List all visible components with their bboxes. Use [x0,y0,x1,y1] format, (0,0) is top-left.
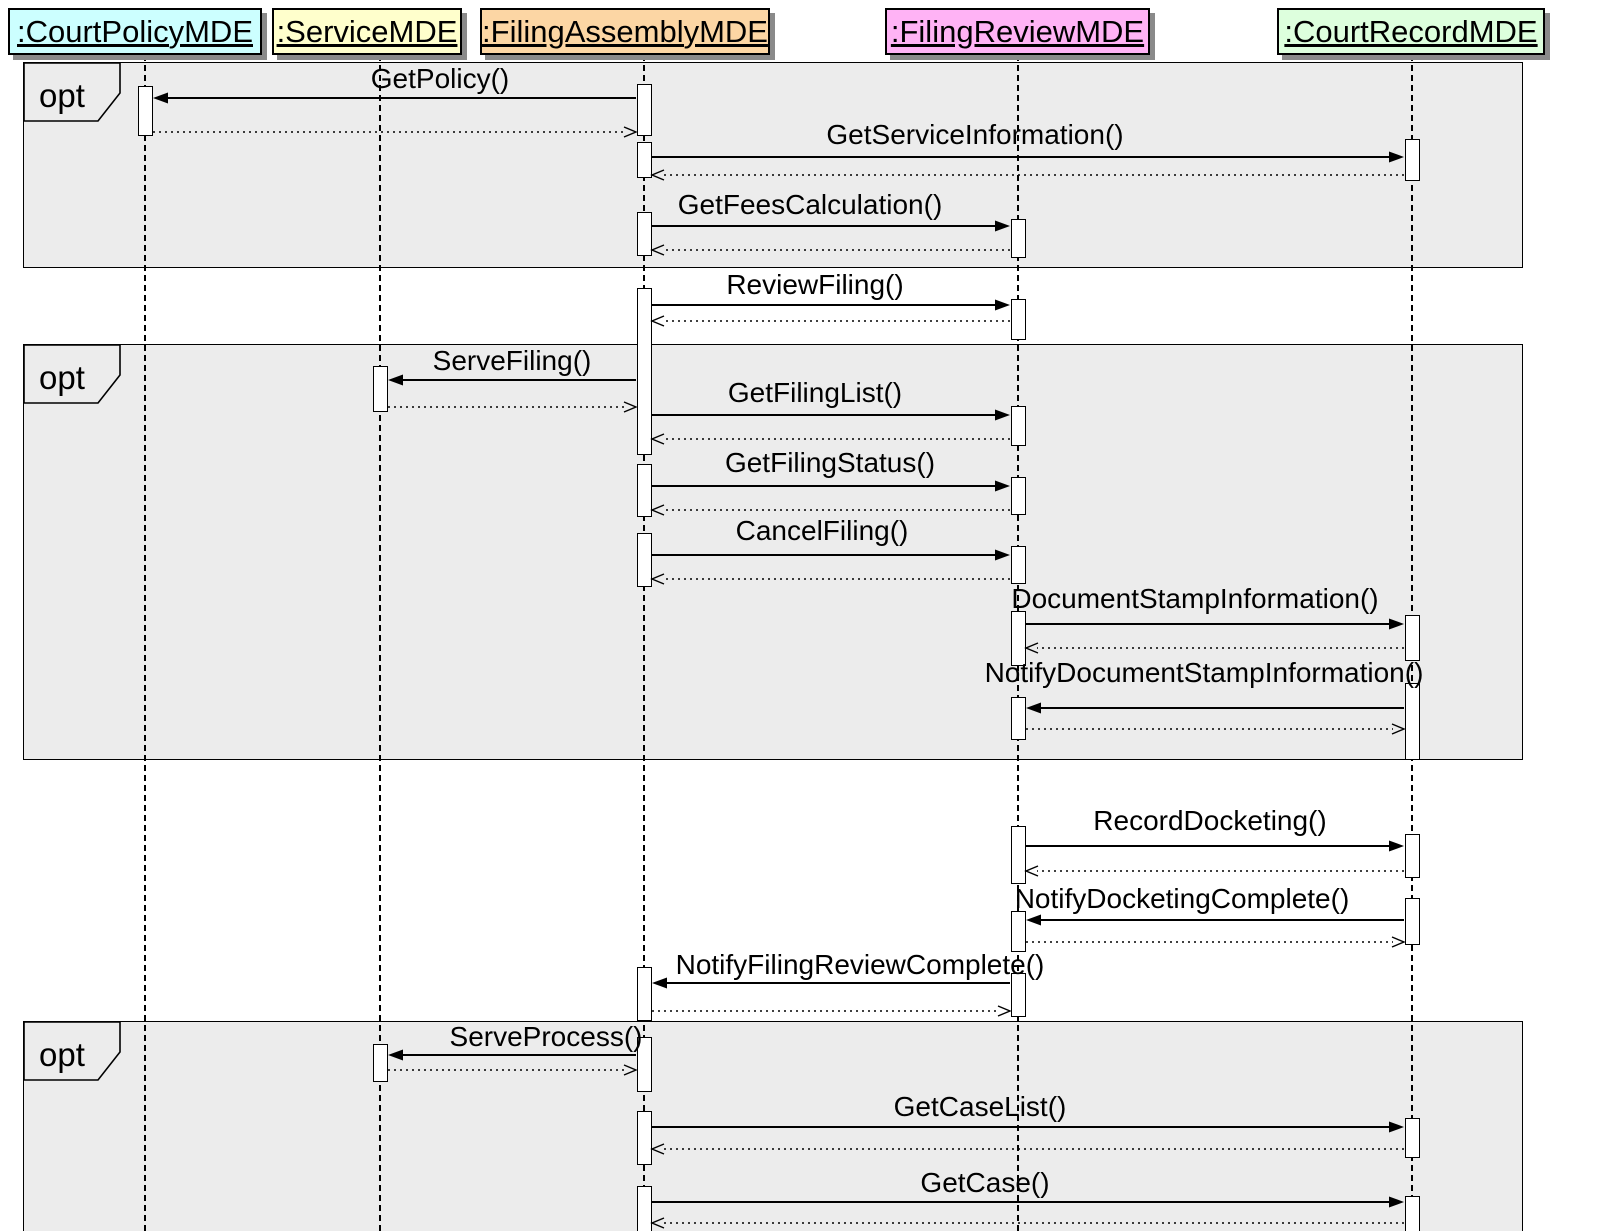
opt-fragment: opt [23,62,1523,268]
fragment-pentagon [23,1021,121,1081]
message-label: ServeFiling() [432,345,592,376]
activation-bar [1405,683,1420,760]
activation-bar [1405,615,1420,661]
lifeline-ServiceMDE [379,55,381,1231]
message-label: NotifyFilingReviewComplete() [675,949,1045,980]
lifeline-head-CourtPolicyMDE: :CourtPolicyMDE [8,8,262,55]
lifeline-head-FilingReviewMDE: :FilingReviewMDE [885,8,1150,55]
activation-bar [373,1044,388,1082]
activation-bar [373,366,388,412]
message-label: DocumentStampInformation() [1011,583,1379,614]
lifeline-CourtPolicyMDE [144,55,146,1231]
activation-bar [637,84,652,136]
activation-bar [637,1186,652,1231]
message-label: GetPolicy() [370,63,510,94]
return-arrowhead [1024,865,1039,877]
activation-bar [1405,898,1420,945]
activation-bar [637,533,652,587]
fragment-pentagon [23,344,121,404]
activation-bar [138,86,153,136]
activation-bar [1011,299,1026,340]
message-label: ServeProcess() [449,1021,643,1052]
fragment-operator-tab: opt [23,1021,121,1081]
activation-bar [637,464,652,517]
activation-bar [1405,834,1420,878]
message-label: NotifyDocketingComplete() [1014,883,1350,914]
return-arrowhead [997,1005,1012,1017]
activation-bar [1011,477,1026,515]
lifeline-head-CourtRecordMDE: :CourtRecordMDE [1277,8,1545,55]
message-label: GetCase() [920,1167,1050,1198]
fragment-pentagon [23,62,121,122]
activation-bar [637,212,652,256]
call-arrowhead [995,299,1010,311]
lifeline-head-ServiceMDE: :ServiceMDE [272,8,462,55]
activation-bar [637,1111,652,1165]
activation-bar [1405,1196,1420,1231]
activation-bar [1011,911,1026,952]
return-arrowhead [650,315,665,327]
activation-bar [1011,219,1026,258]
message-label: GetFilingList() [727,377,903,408]
activation-bar [637,967,652,1021]
activation-bar [637,288,652,455]
fragment-operator-label: opt [39,77,85,114]
activation-bar [1405,1118,1420,1158]
opt-fragment: opt [23,344,1523,760]
lifeline-FilingAssemblyMDE [643,55,645,1231]
lifeline-head-FilingAssemblyMDE: :FilingAssemblyMDE [480,8,770,55]
message-label: RecordDocketing() [1093,805,1327,836]
message-label: GetFeesCalculation() [677,189,943,220]
call-arrowhead [1389,840,1404,852]
message-label: CancelFiling() [735,515,909,546]
call-arrowhead [1026,914,1041,926]
activation-bar [1011,546,1026,584]
activation-bar [637,142,652,178]
activation-bar [1405,139,1420,181]
message-label: GetFilingStatus() [724,447,936,478]
opt-fragment: opt [23,1021,1523,1231]
message-label: ReviewFiling() [726,269,904,300]
activation-bar [1011,406,1026,446]
fragment-operator-label: opt [39,359,85,396]
message-label: NotifyDocumentStampInformation() [984,657,1424,688]
message-label: GetServiceInformation() [826,119,1124,150]
fragment-operator-label: opt [39,1036,85,1073]
fragment-operator-tab: opt [23,62,121,122]
message-label: GetCaseList() [893,1091,1067,1122]
return-arrowhead [1391,936,1406,948]
activation-bar [1011,697,1026,740]
activation-bar [1011,973,1026,1017]
activation-bar [1011,826,1026,884]
activation-bar [1011,611,1026,666]
fragment-operator-tab: opt [23,344,121,404]
